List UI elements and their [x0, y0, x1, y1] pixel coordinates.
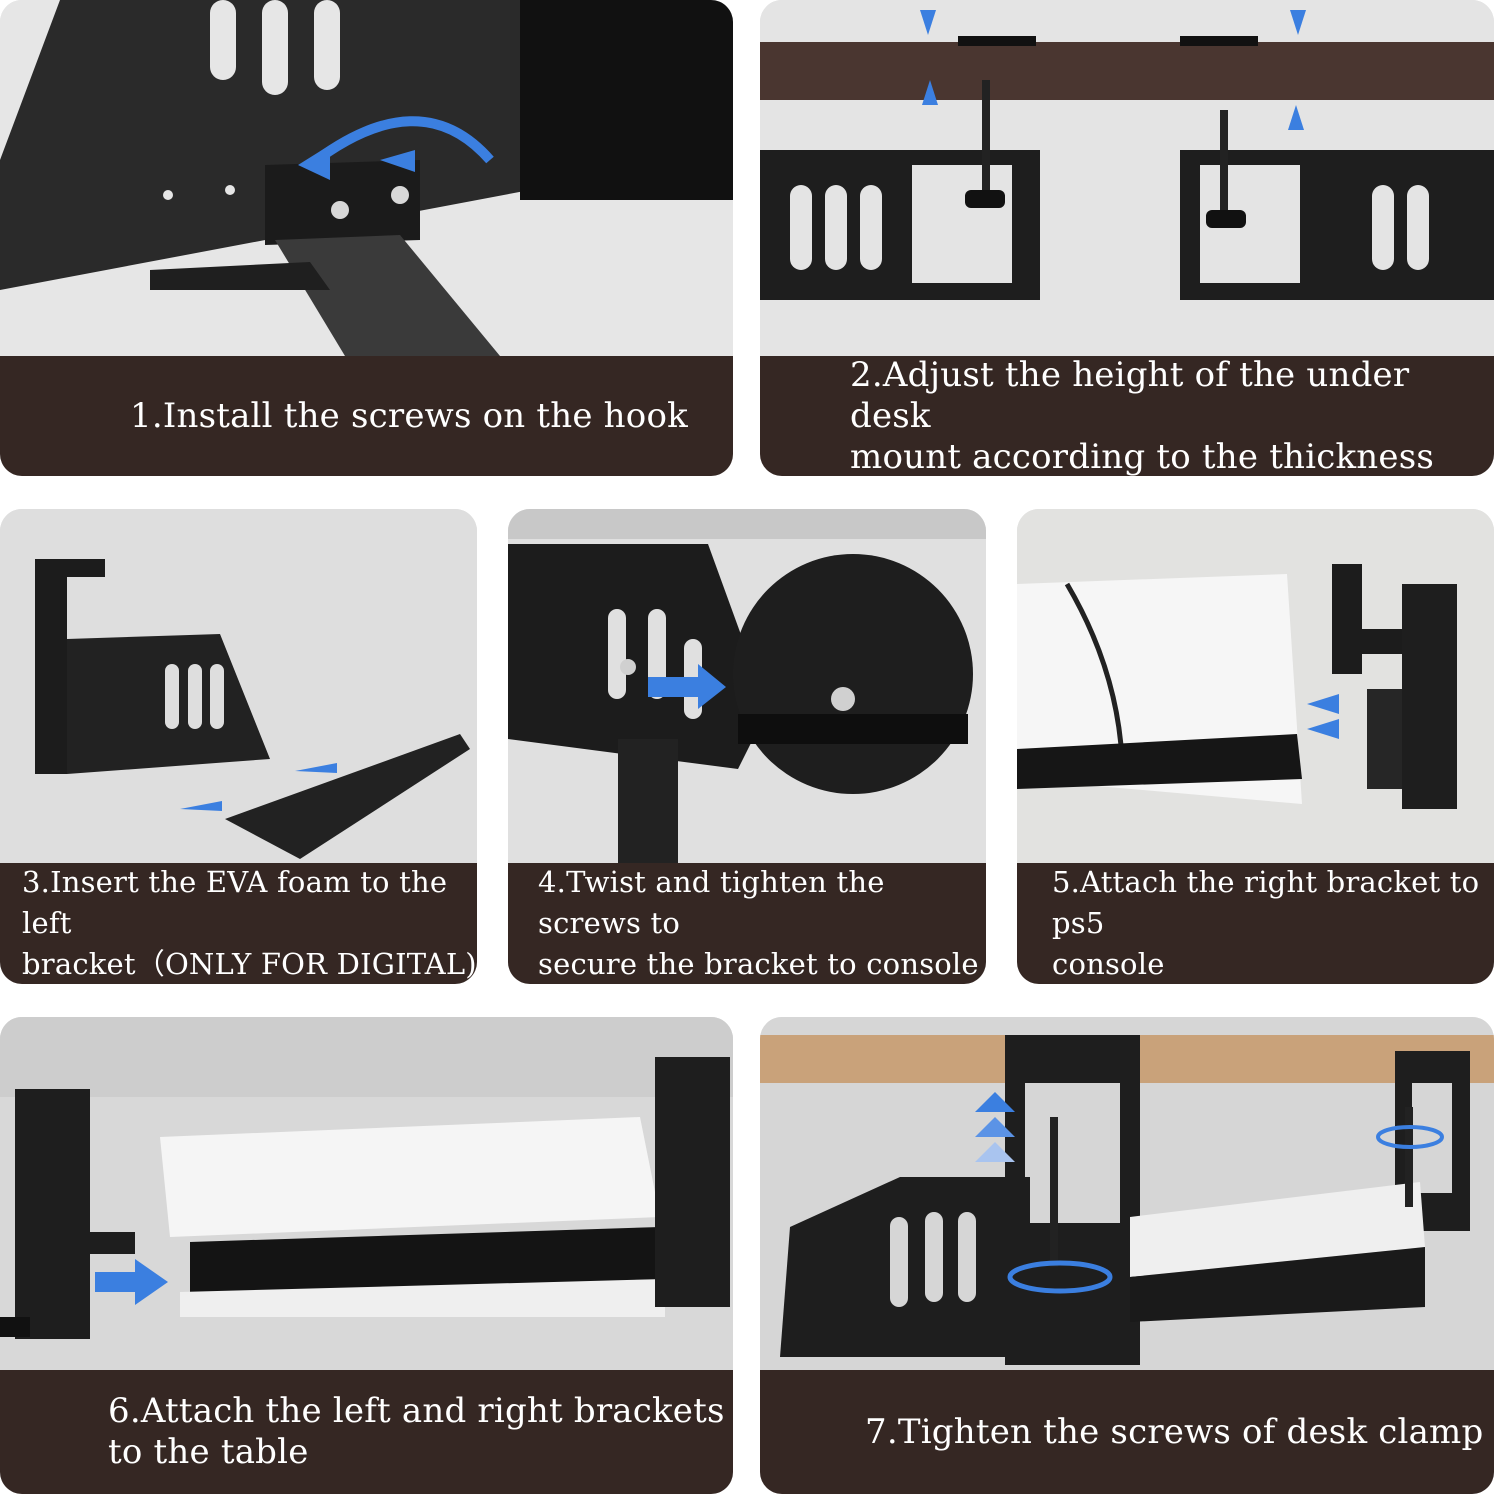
step-3-caption: 3.Insert the EVA foam to the left bracke…	[22, 865, 477, 981]
step-5-caption: 5.Attach the right bracket to ps5 consol…	[1052, 865, 1480, 981]
step-card-6: 6.Attach the left and right brackets to …	[0, 1017, 733, 1494]
step-4-caption-bar: 4.Twist and tighten the screws to secure…	[508, 863, 986, 984]
step-2-photo	[760, 0, 1494, 356]
step-1-photo	[0, 0, 733, 356]
step-card-5: 5.Attach the right bracket to ps5 consol…	[1017, 509, 1494, 984]
step-6-caption: 6.Attach the left and right brackets to …	[108, 1391, 725, 1472]
step-4-photo	[508, 509, 986, 863]
step-7-caption-bar: 7.Tighten the screws of desk clamp	[760, 1370, 1494, 1494]
step-1-caption: 1.Install the screws on the hook	[130, 395, 688, 436]
step-card-4: 4.Twist and tighten the screws to secure…	[508, 509, 986, 984]
step-2-caption-bar: 2.Adjust the height of the under desk mo…	[760, 354, 1494, 477]
step-5-photo	[1017, 509, 1494, 863]
step-3-photo	[0, 509, 477, 863]
step-4-caption: 4.Twist and tighten the screws to secure…	[538, 865, 979, 981]
step-card-1: 1.Install the screws on the hook	[0, 0, 733, 476]
step-5-caption-bar: 5.Attach the right bracket to ps5 consol…	[1017, 863, 1494, 984]
step-6-caption-bar: 6.Attach the left and right brackets to …	[0, 1370, 733, 1494]
step-6-photo	[0, 1017, 733, 1370]
step-3-caption-bar: 3.Insert the EVA foam to the left bracke…	[0, 863, 477, 984]
step-7-photo	[760, 1017, 1494, 1370]
step-7-caption: 7.Tighten the screws of desk clamp	[865, 1411, 1484, 1452]
step-card-7: 7.Tighten the screws of desk clamp	[760, 1017, 1494, 1494]
step-1-caption-bar: 1.Install the screws on the hook	[0, 356, 733, 476]
step-2-caption: 2.Adjust the height of the under desk mo…	[850, 354, 1434, 477]
step-card-2: 2.Adjust the height of the under desk mo…	[760, 0, 1494, 476]
step-card-3: 3.Insert the EVA foam to the left bracke…	[0, 509, 477, 984]
